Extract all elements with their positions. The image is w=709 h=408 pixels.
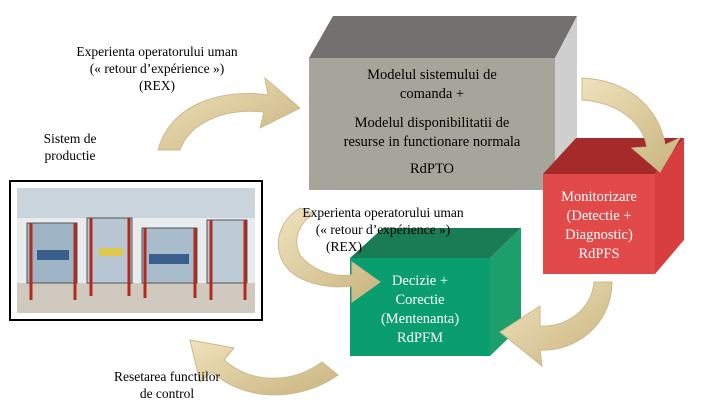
reset-line-2: de control	[139, 386, 195, 401]
model-line-3: Modelul disponibilitatii de	[354, 115, 510, 131]
production-system-photo	[9, 180, 263, 321]
monitor-line-2: (Detectie +	[566, 208, 632, 224]
rex-top-arrow	[157, 76, 301, 151]
decision-line-1: Decizie +	[391, 273, 449, 289]
system-line-2: productie	[44, 148, 96, 163]
monitor-line-1: Monitorizare	[561, 189, 637, 205]
rex-mid-label: Experienta operatorului uman (« retour d…	[278, 204, 488, 255]
decision-line-2: Corectie	[395, 292, 445, 308]
decision-box	[350, 228, 521, 356]
system-label: Sistem de productie	[20, 130, 120, 164]
rex-top-label: Experienta operatorului uman (« retour d…	[52, 43, 262, 94]
model-line-2: comanda +	[399, 86, 465, 102]
monitor-box	[543, 138, 684, 274]
rex-mid-line-1: Experienta operatorului uman	[302, 205, 464, 220]
reset-line-1: Resetarea functiilor	[113, 369, 221, 384]
model-line-1: Modelul sistemului de	[367, 67, 497, 83]
rex-top-line-3: (REX)	[139, 78, 175, 93]
rex-mid-line-2: (« retour d’expérience »)	[315, 222, 451, 237]
model-to-monitor-arrow	[581, 77, 682, 173]
reset-label: Resetarea functiilor de control	[92, 368, 242, 402]
decision-line-4: RdPFM	[397, 330, 443, 346]
rex-top-line-2: (« retour d’expérience »)	[89, 61, 225, 76]
rex-mid-line-3: (REX)	[326, 239, 362, 254]
decision-box-text: Decizie + Corectie (Mentenanta) RdPFM	[350, 272, 490, 348]
model-box-text: Modelul sistemului de comanda + Modelul …	[309, 66, 555, 179]
monitor-box-text: Monitorizare (Detectie + Diagnostic) RdP…	[543, 188, 655, 264]
decision-line-3: (Mentenanta)	[380, 311, 460, 327]
monitor-line-3: Diagnostic)	[565, 227, 633, 243]
model-line-4: resurse in functionare normala	[343, 134, 521, 150]
model-code: RdPTO	[409, 161, 455, 177]
rex-mid-arrow	[277, 207, 381, 303]
rex-top-line-1: Experienta operatorului uman	[76, 44, 238, 59]
monitor-line-4: RdPFS	[578, 246, 620, 262]
system-line-1: Sistem de	[43, 131, 97, 146]
factory-illustration	[17, 188, 255, 313]
reset-arrow	[189, 339, 339, 396]
monitor-to-decision-arrow	[499, 281, 613, 368]
model-box	[309, 16, 577, 190]
